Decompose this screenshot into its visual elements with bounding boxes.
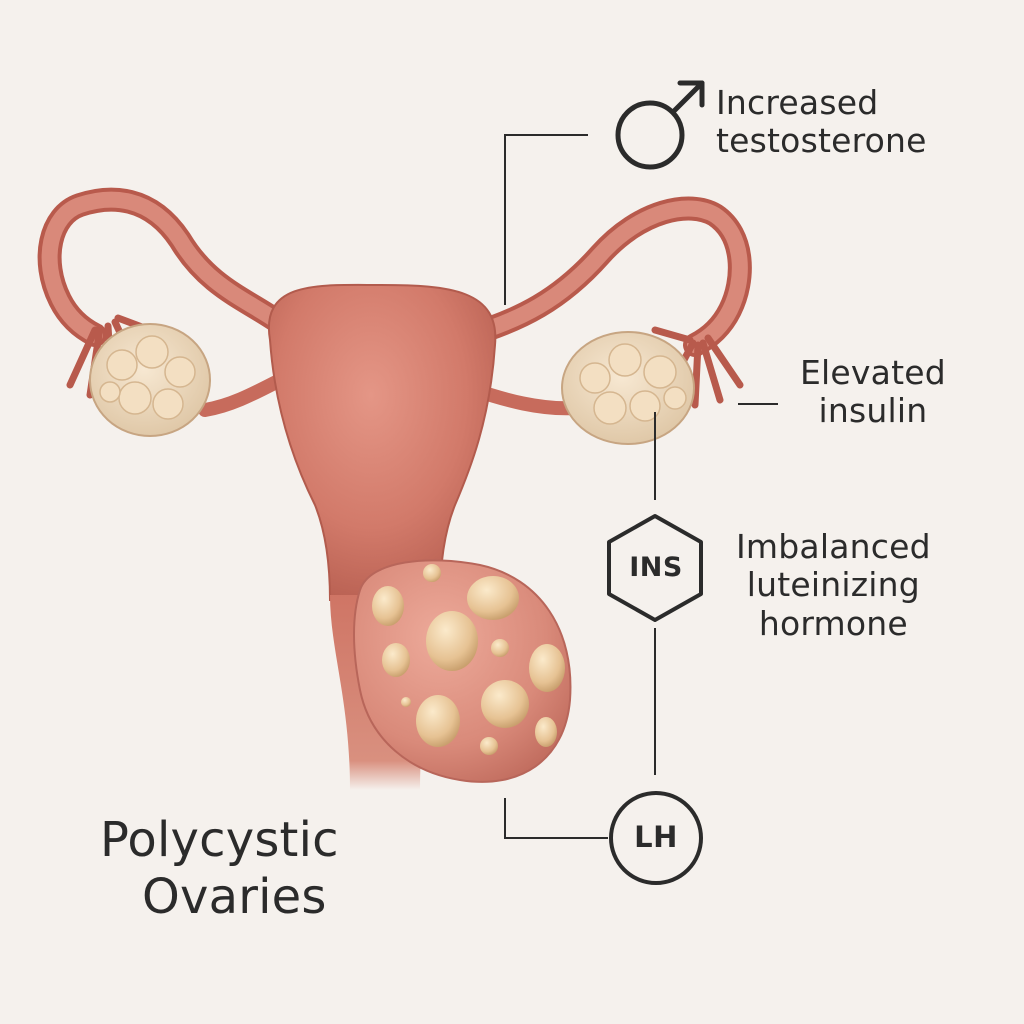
fallopian-tube-left	[37, 187, 302, 347]
connector-lh	[504, 798, 608, 839]
diagram-title: Polycystic Ovaries	[100, 812, 339, 925]
label-line: luteinizing	[746, 565, 920, 605]
uterus-body	[267, 283, 497, 601]
polycystic-ovary-enlarged	[353, 559, 572, 783]
label-line: Elevated	[800, 353, 946, 392]
hexagon-icon	[607, 514, 703, 622]
label-line: testosterone	[716, 121, 927, 161]
ovary-left	[89, 323, 211, 437]
title-line: Polycystic	[100, 812, 339, 868]
label-line: hormone	[758, 603, 908, 643]
connector-lines	[504, 134, 778, 839]
fimbriae-right	[651, 326, 744, 409]
fallopian-tube-right	[458, 196, 752, 357]
male-symbol-icon	[615, 80, 705, 170]
title-line: Ovaries	[142, 868, 327, 925]
lh-badge-text: LH	[634, 820, 678, 854]
label-elevated-insulin: Elevated insulin	[800, 353, 946, 431]
ins-badge-text: INS	[629, 552, 683, 583]
label-line: Imbalanced	[736, 527, 931, 566]
label-line: insulin	[818, 391, 928, 431]
connector-testosterone	[504, 134, 588, 305]
circle-icon	[609, 791, 703, 885]
label-line: Increased	[716, 83, 879, 122]
ovary-right	[561, 331, 695, 445]
label-imbalanced-lh: Imbalanced luteinizing hormone	[736, 527, 931, 643]
label-increased-testosterone: Increased testosterone	[716, 83, 927, 161]
